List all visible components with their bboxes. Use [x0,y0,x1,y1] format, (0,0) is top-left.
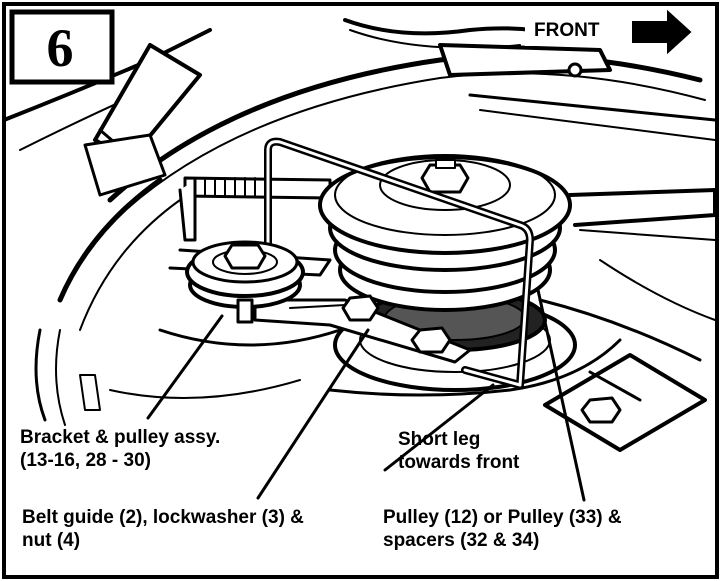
leader-bracket-pulley [146,314,224,420]
callout-bracket-pulley: Bracket & pulley assy. (13-16, 28 - 30) [20,426,220,472]
callout-bracket-pulley-line1: Bracket & pulley assy. [20,427,221,448]
leader-belt-guide [256,328,370,500]
step-number: 6 [46,18,74,78]
callout-bracket-pulley-line2: (13-16, 28 - 30) [20,450,151,471]
callout-belt-guide: Belt guide (2), lockwasher (3) & nut (4) [22,506,304,552]
callout-pulley-line1: Pulley (12) or Pulley (33) & [383,507,622,528]
leader-pulley [536,288,586,502]
callout-pulley: Pulley (12) or Pulley (33) & spacers (32… [383,506,622,552]
step-number-box [9,9,115,85]
callout-short-leg-line1: Short leg [398,429,481,450]
deck-drawing [2,18,717,452]
callout-pulley-line2: spacers (32 & 34) [383,530,540,551]
callout-short-leg-line2: towards front [398,452,520,473]
leader-lines [146,288,586,502]
direction-label: FRONT [534,20,600,41]
callout-short-leg: Short leg towards front [398,428,519,474]
callout-belt-guide-line2: nut (4) [22,530,81,551]
callout-belt-guide-line1: Belt guide (2), lockwasher (3) & [22,507,304,528]
arrow-right-icon [632,9,692,55]
leader-short-leg [383,383,495,472]
